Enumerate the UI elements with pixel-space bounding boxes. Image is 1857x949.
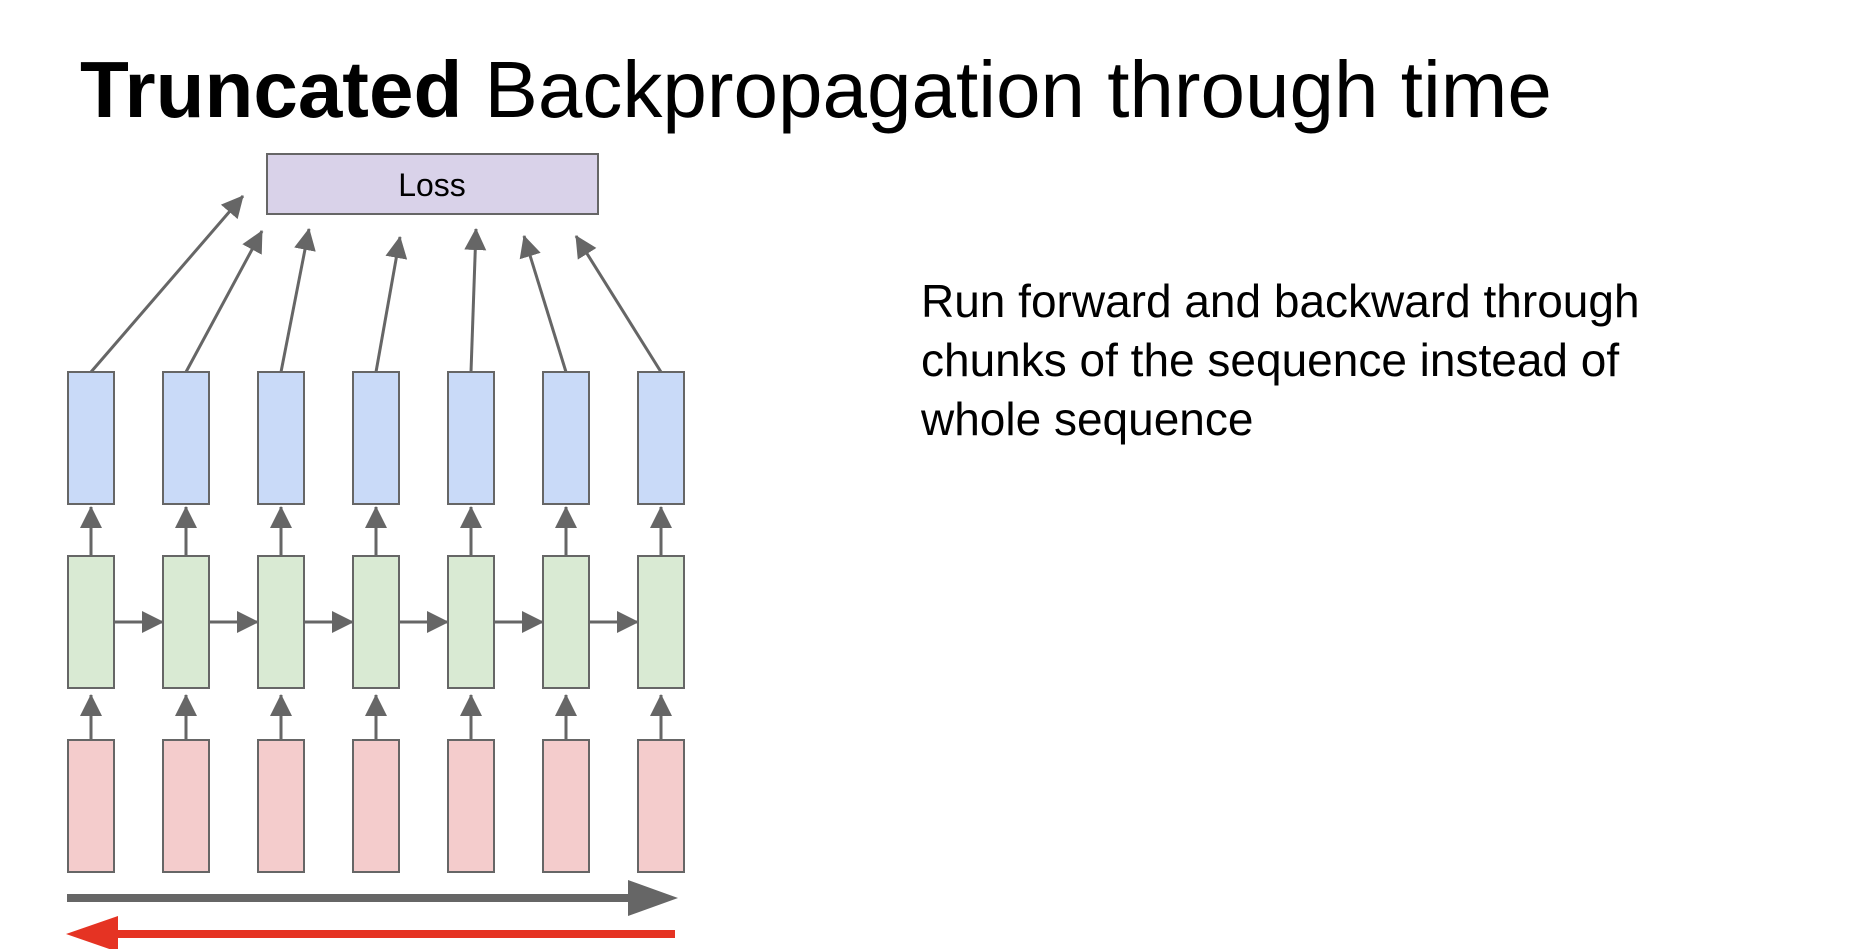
output-cell-7	[637, 371, 685, 505]
hidden-cell-7	[637, 555, 685, 689]
hidden-cell-2	[162, 555, 210, 689]
output-to-loss-arrow-2	[184, 230, 264, 373]
input-cell-7	[637, 739, 685, 873]
output-cell-5	[447, 371, 495, 505]
input-cell-3	[257, 739, 305, 873]
rnn-cells	[67, 371, 685, 873]
loss-box: Loss	[266, 153, 599, 215]
hidden-cell-1	[67, 555, 115, 689]
loss-arrows	[89, 195, 663, 373]
input-cell-4	[352, 739, 400, 873]
output-to-loss-arrow-6	[519, 235, 568, 373]
output-to-loss-arrow-4	[374, 236, 408, 373]
backward-pass-arrow	[66, 916, 675, 949]
title-bold-word: Truncated	[80, 45, 463, 134]
forward-pass-arrow	[67, 880, 678, 916]
hidden-cell-6	[542, 555, 590, 689]
output-to-loss-arrow-1	[89, 195, 245, 373]
output-to-loss-arrow-7	[574, 235, 663, 373]
input-cell-5	[447, 739, 495, 873]
input-cell-1	[67, 739, 115, 873]
hidden-cell-3	[257, 555, 305, 689]
title-rest: Backpropagation through time	[462, 45, 1552, 134]
description-text: Run forward and backward through chunks …	[921, 275, 1640, 445]
output-cell-3	[257, 371, 305, 505]
output-cell-1	[67, 371, 115, 505]
loss-label: Loss	[398, 167, 466, 203]
output-cell-6	[542, 371, 590, 505]
output-cell-2	[162, 371, 210, 505]
output-cell-4	[352, 371, 400, 505]
vertical-arrows	[80, 506, 672, 740]
hidden-cell-5	[447, 555, 495, 689]
output-to-loss-arrow-5	[464, 228, 487, 373]
input-cell-2	[162, 739, 210, 873]
hidden-cell-4	[352, 555, 400, 689]
slide-title: Truncated Backpropagation through time	[80, 46, 1552, 134]
output-to-loss-arrow-3	[279, 228, 316, 373]
input-cell-6	[542, 739, 590, 873]
